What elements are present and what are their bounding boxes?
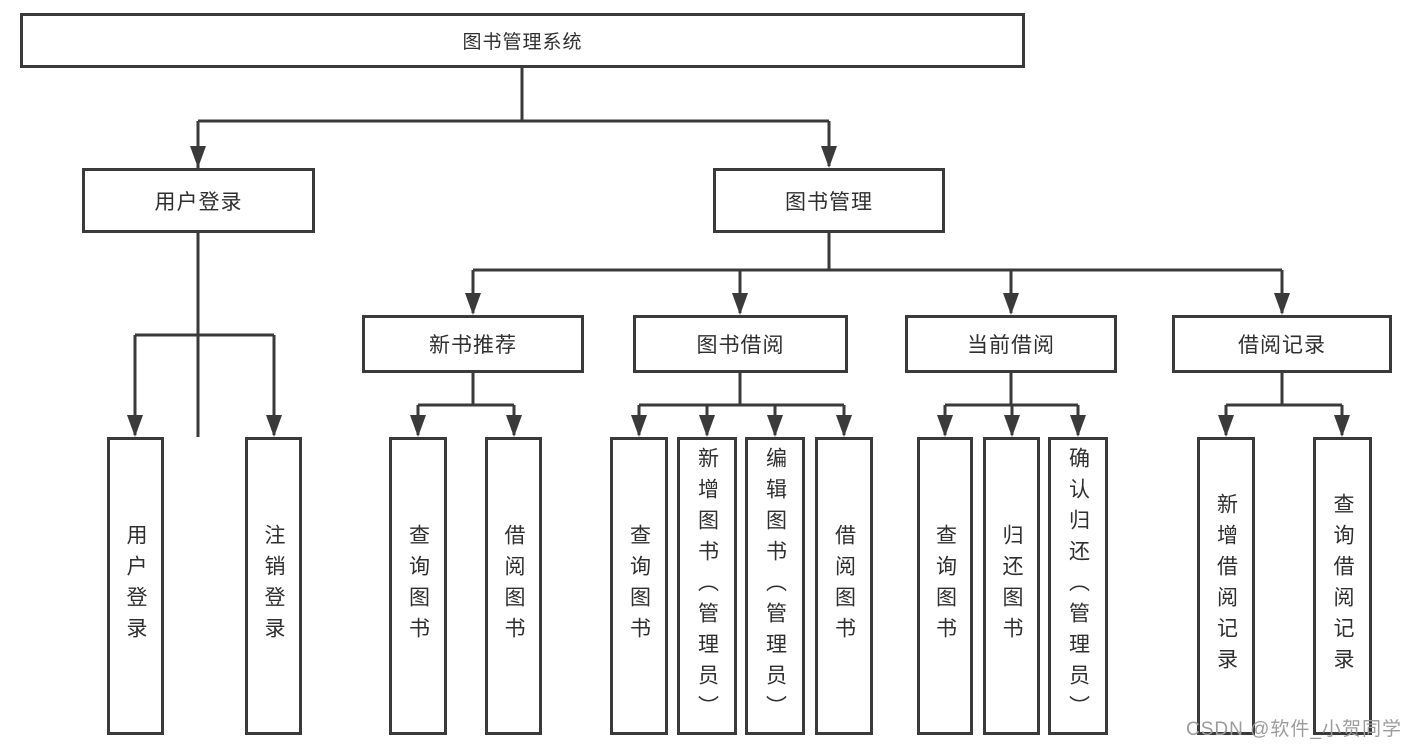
leaf-user-login: 用户登录 (107, 437, 164, 735)
leaf-label: 查询图书 (406, 524, 430, 648)
leaf-logout: 注销登录 (245, 437, 302, 735)
leaf-label: 编辑图书（管理员） (763, 446, 787, 726)
leaf-query-books: 查询图书 (917, 437, 973, 735)
leaf-add-books-admin: 新增图书（管理员） (677, 437, 737, 735)
leaf-borrow-books: 借阅图书 (485, 437, 542, 735)
csdn-watermark: CSDN @软件_小贺同学 (1186, 719, 1402, 740)
leaf-label: 查询图书 (933, 524, 957, 648)
leaf-borrow-books: 借阅图书 (815, 437, 873, 735)
leaf-confirm-return-admin: 确认归还（管理员） (1048, 437, 1108, 735)
leaf-label: 查询图书 (627, 524, 651, 648)
node-label: 借阅记录 (1238, 334, 1326, 357)
connector-book-borrow-to-leaves (631, 373, 852, 437)
node-label: 用户登录 (154, 190, 243, 214)
leaf-query-books: 查询图书 (610, 437, 668, 735)
node-label: 图书管理 (785, 190, 873, 214)
node-user-login: 用户登录 (82, 168, 315, 233)
connector-current-borrow-to-leaves (937, 373, 1086, 437)
node-borrowing-records: 借阅记录 (1172, 315, 1392, 373)
connector-book-mgmt-to-level3 (465, 233, 1290, 315)
connector-root-to-level2 (190, 68, 837, 437)
leaf-label: 归还图书 (1000, 524, 1023, 648)
leaf-return-books: 归还图书 (983, 437, 1040, 735)
leaf-edit-books-admin: 编辑图书（管理员） (745, 437, 805, 735)
leaf-label: 新增借阅记录 (1214, 493, 1238, 679)
node-book-management: 图书管理 (713, 168, 945, 233)
leaf-add-borrow-record: 新增借阅记录 (1197, 437, 1255, 735)
connector-borrow-records-to-leaves (1218, 373, 1350, 437)
leaf-label: 确认归还（管理员） (1066, 446, 1090, 726)
node-current-borrowing: 当前借阅 (905, 315, 1117, 373)
node-label: 图书管理系统 (462, 32, 583, 53)
leaf-label: 查询借阅记录 (1331, 493, 1354, 679)
node-book-borrowing: 图书借阅 (633, 315, 848, 373)
leaf-query-books: 查询图书 (389, 437, 447, 735)
connector-user-login-to-leaves (127, 233, 282, 437)
node-label: 图书借阅 (696, 334, 785, 357)
leaf-label: 借阅图书 (832, 524, 856, 648)
connector-new-book-rec-to-leaves (410, 373, 522, 437)
node-new-book-recommendation: 新书推荐 (362, 315, 584, 373)
leaf-label: 注销登录 (262, 524, 285, 648)
leaf-label: 新增图书（管理员） (695, 446, 719, 726)
node-label: 当前借阅 (967, 334, 1055, 357)
leaf-label: 借阅图书 (502, 524, 525, 648)
node-library-management-system: 图书管理系统 (20, 13, 1025, 68)
leaf-label: 用户登录 (124, 524, 147, 648)
node-label: 新书推荐 (429, 334, 517, 357)
leaf-query-borrow-record: 查询借阅记录 (1313, 437, 1372, 735)
